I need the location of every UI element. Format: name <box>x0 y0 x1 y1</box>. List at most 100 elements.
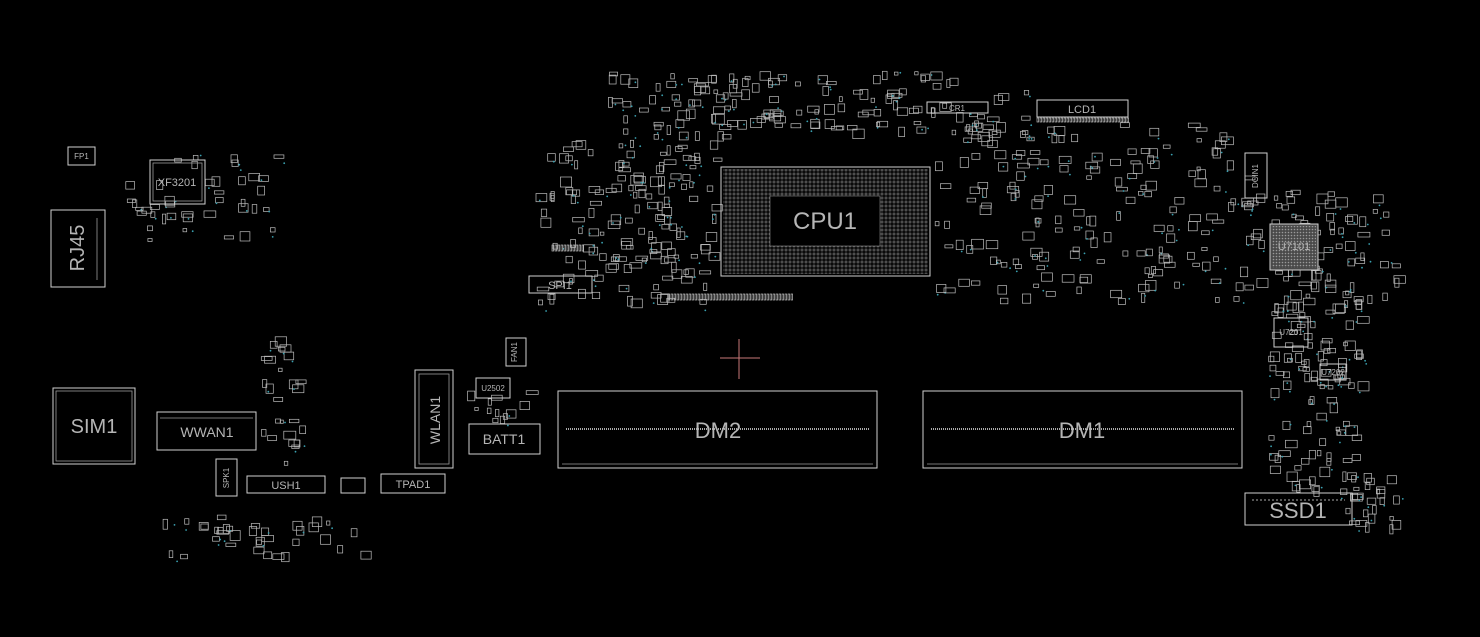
component-rj45[interactable]: RJ45 <box>50 209 106 288</box>
smd-part <box>617 175 626 182</box>
component-cpu1[interactable]: CPU1 <box>720 166 931 277</box>
component-ush1[interactable]: USH1 <box>246 475 326 494</box>
component-dm1[interactable]: DM1 <box>922 390 1243 469</box>
smd-part <box>935 161 943 172</box>
smd-part <box>1294 465 1302 471</box>
smd-part <box>283 460 289 466</box>
smd-part <box>998 93 1010 101</box>
via <box>1357 476 1359 479</box>
smd-part <box>1304 373 1311 383</box>
via <box>1269 375 1271 377</box>
via <box>678 179 680 182</box>
component-tpad1[interactable]: TPAD1 <box>380 473 446 494</box>
smd-part <box>998 162 1009 172</box>
component-u7201[interactable]: U7201 <box>1273 317 1309 348</box>
via <box>1227 138 1230 141</box>
smd-part <box>599 231 605 236</box>
component-u7101[interactable]: U7101 <box>1269 223 1319 271</box>
component-spk1[interactable]: SPK1 <box>215 458 238 497</box>
via <box>269 349 272 352</box>
smd-part <box>713 157 723 162</box>
component-xf3201[interactable]: XF3201 <box>149 159 206 205</box>
smd-part <box>1394 277 1400 288</box>
smd-part <box>699 270 712 275</box>
via <box>967 141 969 144</box>
pin-pad <box>1087 117 1090 123</box>
via <box>219 538 222 541</box>
component-fp1[interactable]: FP1 <box>67 146 96 166</box>
component-wlan1[interactable]: WLAN1 <box>414 369 454 469</box>
smd-part <box>607 220 621 229</box>
smd-part <box>1357 231 1371 238</box>
smd-part <box>1372 209 1378 214</box>
smd-part <box>125 181 135 190</box>
tpad1-label: TPAD1 <box>396 479 431 491</box>
smd-part <box>1276 203 1283 209</box>
smd-part <box>474 407 479 411</box>
wlan1-label: WLAN1 <box>427 396 443 444</box>
via <box>507 424 509 427</box>
smd-part <box>1089 215 1097 227</box>
via <box>685 136 688 139</box>
component-u2502[interactable]: U2502 <box>475 377 511 399</box>
component-lcd1[interactable]: LCD1 <box>1036 99 1129 118</box>
via <box>267 532 270 534</box>
smd-part <box>719 124 732 130</box>
component-sim1[interactable]: SIM1 <box>52 387 136 465</box>
smd-part <box>1299 312 1306 318</box>
component-spi1[interactable]: SPI1 <box>528 275 593 294</box>
smd-part <box>873 75 881 85</box>
component-u7202[interactable]: U7202 <box>1319 363 1347 381</box>
via <box>624 144 627 147</box>
smd-part <box>838 96 843 102</box>
smd-part <box>1286 196 1296 204</box>
component-ssd1[interactable]: SSD1 <box>1244 492 1353 526</box>
via <box>1353 517 1356 520</box>
via <box>223 540 226 543</box>
component-wwan1[interactable]: WWAN1 <box>156 411 257 451</box>
smd-part <box>1348 382 1355 389</box>
pin-pad <box>757 293 760 301</box>
component-cr1[interactable]: CR1 <box>926 101 989 114</box>
via <box>1286 310 1289 313</box>
via <box>642 181 645 184</box>
smd-part <box>1295 352 1303 363</box>
via <box>1014 188 1017 191</box>
smd-part <box>685 108 696 119</box>
component-dm2[interactable]: DM2 <box>557 390 878 469</box>
component-fan1[interactable]: FAN1 <box>505 337 527 367</box>
via <box>1154 289 1157 292</box>
smd-part <box>495 409 500 418</box>
smd-part <box>1000 297 1009 305</box>
smd-part <box>1391 263 1401 269</box>
component-batt1[interactable]: BATT1 <box>468 423 541 455</box>
lcd1-label: LCD1 <box>1068 104 1096 116</box>
ssd1-label: SSD1 <box>1269 498 1326 523</box>
smd-part <box>1337 370 1343 379</box>
via <box>1334 213 1337 215</box>
via <box>1358 499 1361 502</box>
pin-pad <box>733 293 736 301</box>
smd-part <box>621 241 632 250</box>
pin-pad <box>557 244 560 252</box>
smd-part <box>589 200 602 206</box>
pin-pad <box>706 293 709 301</box>
via <box>1014 157 1017 160</box>
pin-pad <box>1042 117 1045 123</box>
smd-part <box>1188 221 1198 232</box>
smd-part <box>777 74 788 82</box>
connector-small[interactable] <box>340 477 366 494</box>
smd-part <box>1226 160 1234 171</box>
via <box>829 86 831 89</box>
smd-part <box>1381 229 1390 236</box>
smd-part <box>682 174 691 181</box>
smd-part <box>611 183 623 193</box>
smd-part <box>538 299 543 306</box>
smd-part <box>618 143 624 149</box>
via <box>1298 368 1301 370</box>
via <box>668 186 671 189</box>
via <box>1378 204 1381 207</box>
component-dcin1[interactable]: DCIN1 <box>1244 152 1268 199</box>
smd-part <box>1325 309 1336 315</box>
via <box>1347 261 1350 263</box>
